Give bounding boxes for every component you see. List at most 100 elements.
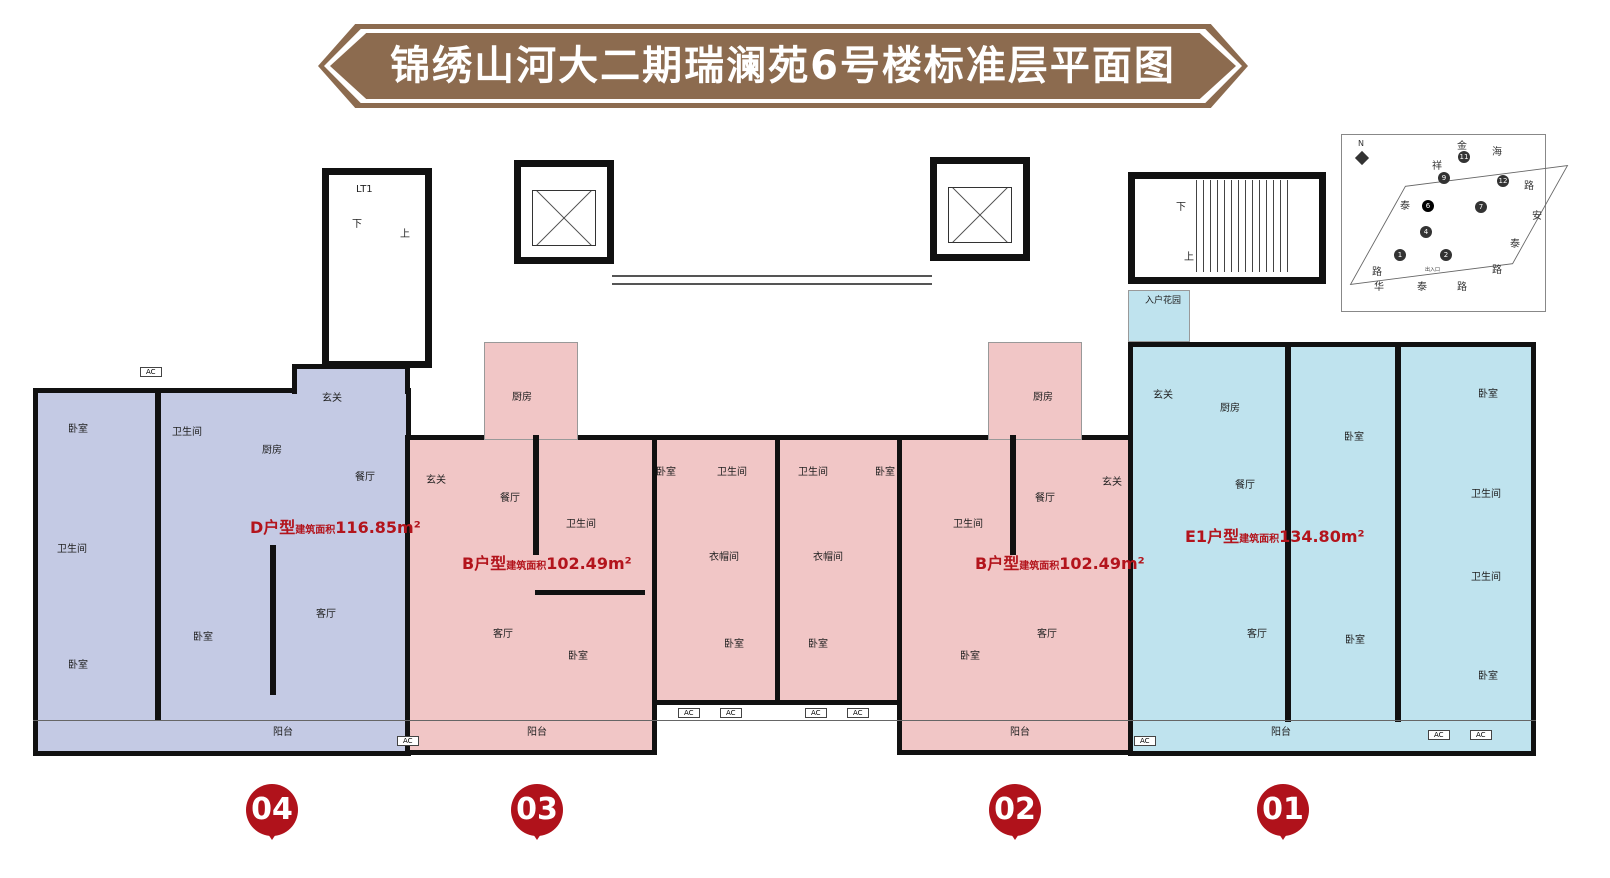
wall [1395,342,1401,722]
room-label: 卧室 [724,639,744,650]
site-boundary [1349,165,1569,285]
room-label: 卧室 [68,660,88,671]
ac-unit: AC [140,367,162,377]
road-label: 祥 [1432,161,1442,172]
north-label: N [1358,139,1364,148]
wall [1285,342,1291,722]
room-label: 卧室 [808,639,828,650]
road-label: 泰 [1400,201,1410,212]
unit-b-left-kitchen [484,342,578,440]
unit-type-label: E1户型建筑面积134.80m² [1185,527,1365,546]
room-label: 卧室 [960,651,980,662]
room-label: 玄关 [322,393,342,404]
elevator-shaft-icon [532,190,596,246]
wall [535,590,645,595]
unit-type-label: B户型建筑面积102.49m² [975,554,1145,573]
room-label: 厨房 [1033,392,1053,403]
unit-marker-01: 01 [1257,784,1309,840]
unit-e1-garden [1128,290,1190,342]
road-label: 海 [1492,147,1502,158]
room-label: 卧室 [1478,389,1498,400]
room-label: 卧室 [875,467,895,478]
balcony-line [33,720,1536,756]
ac-unit: AC [847,708,869,718]
room-label: 玄关 [1153,390,1173,401]
room-label: 卧室 [68,424,88,435]
ac-unit: AC [1134,736,1156,746]
building-pin: 4 [1420,226,1432,238]
room-label: 卫生间 [717,467,747,478]
room-label: 卫生间 [172,427,202,438]
room-label: 衣帽间 [813,552,843,563]
room-label: 阳台 [1271,727,1291,738]
elevator-left [514,160,614,264]
room-label: 卫生间 [566,519,596,530]
wall [1010,435,1016,555]
building-pin: 1 [1394,249,1406,261]
room-label: 卫生间 [953,519,983,530]
unit-marker-03: 03 [511,784,563,840]
wall [533,435,539,555]
room-label: 卫生间 [1471,489,1501,500]
room-label: 客厅 [493,629,513,640]
stair-down-label: 下 [1176,202,1186,213]
lift-label: LT1 [356,184,373,195]
room-label: 卫生间 [1471,572,1501,583]
unit-type-label: B户型建筑面积102.49m² [462,554,632,573]
road-label: 路 [1524,181,1534,192]
unit-b-left [405,435,657,755]
ac-unit: AC [805,708,827,718]
unit-b-right [897,435,1147,755]
elevator-shaft-icon [948,187,1012,243]
unit-marker-02: 02 [989,784,1041,840]
stair-steps-icon [1190,180,1290,272]
entrance-label: 出入口 [1425,267,1441,273]
road-label: 路 [1372,267,1382,278]
room-label: 厨房 [1220,403,1240,414]
stair-up-label: 上 [1184,252,1194,263]
road-label: 路 [1492,265,1502,276]
unit-marker-04: 04 [246,784,298,840]
road-label: 路 [1457,282,1467,293]
page-title: 锦绣山河大二期瑞澜苑6号楼标准层平面图 [330,33,1236,99]
room-label: 阳台 [1010,727,1030,738]
room-label: 卧室 [1345,635,1365,646]
road-label: 安 [1532,211,1542,222]
road-label: 华 [1374,282,1384,293]
building-pin: 2 [1440,249,1452,261]
unit-d [33,388,411,756]
room-label: 玄关 [1102,477,1122,488]
room-label: 入户花园 [1145,296,1182,306]
ac-unit: AC [1428,730,1450,740]
ac-unit: AC [1470,730,1492,740]
ac-unit: AC [397,736,419,746]
stair-up-label: 上 [400,229,410,240]
road-label: 泰 [1510,239,1520,250]
room-label: 卫生间 [798,467,828,478]
room-label: 阳台 [273,727,293,738]
room-label: 卧室 [656,467,676,478]
room-label: 餐厅 [500,493,520,504]
unit-e1 [1128,342,1536,756]
site-location-map: N 金 祥 海 路 泰 路 安 泰 路 华 泰 路 出入口 11 9 12 6 … [1341,134,1569,312]
compass-icon [1354,150,1370,166]
road-label: 泰 [1417,282,1427,293]
unit-b-right-kitchen [988,342,1082,440]
room-label: 餐厅 [1035,493,1055,504]
room-label: 阳台 [527,727,547,738]
unit-d-entry [292,364,410,394]
room-label: 卧室 [1478,671,1498,682]
corridor-railing [612,275,932,285]
room-label: 客厅 [1037,629,1057,640]
building-pin: 11 [1458,151,1470,163]
ac-unit: AC [720,708,742,718]
building-pin-current: 6 [1422,200,1434,212]
room-label: 厨房 [512,392,532,403]
stair-core-left [322,168,432,368]
wall [270,545,276,695]
room-label: 衣帽间 [709,552,739,563]
road-label: 金 [1457,141,1467,152]
room-label: 卫生间 [57,544,87,555]
room-label: 餐厅 [355,472,375,483]
room-label: 厨房 [262,445,282,456]
